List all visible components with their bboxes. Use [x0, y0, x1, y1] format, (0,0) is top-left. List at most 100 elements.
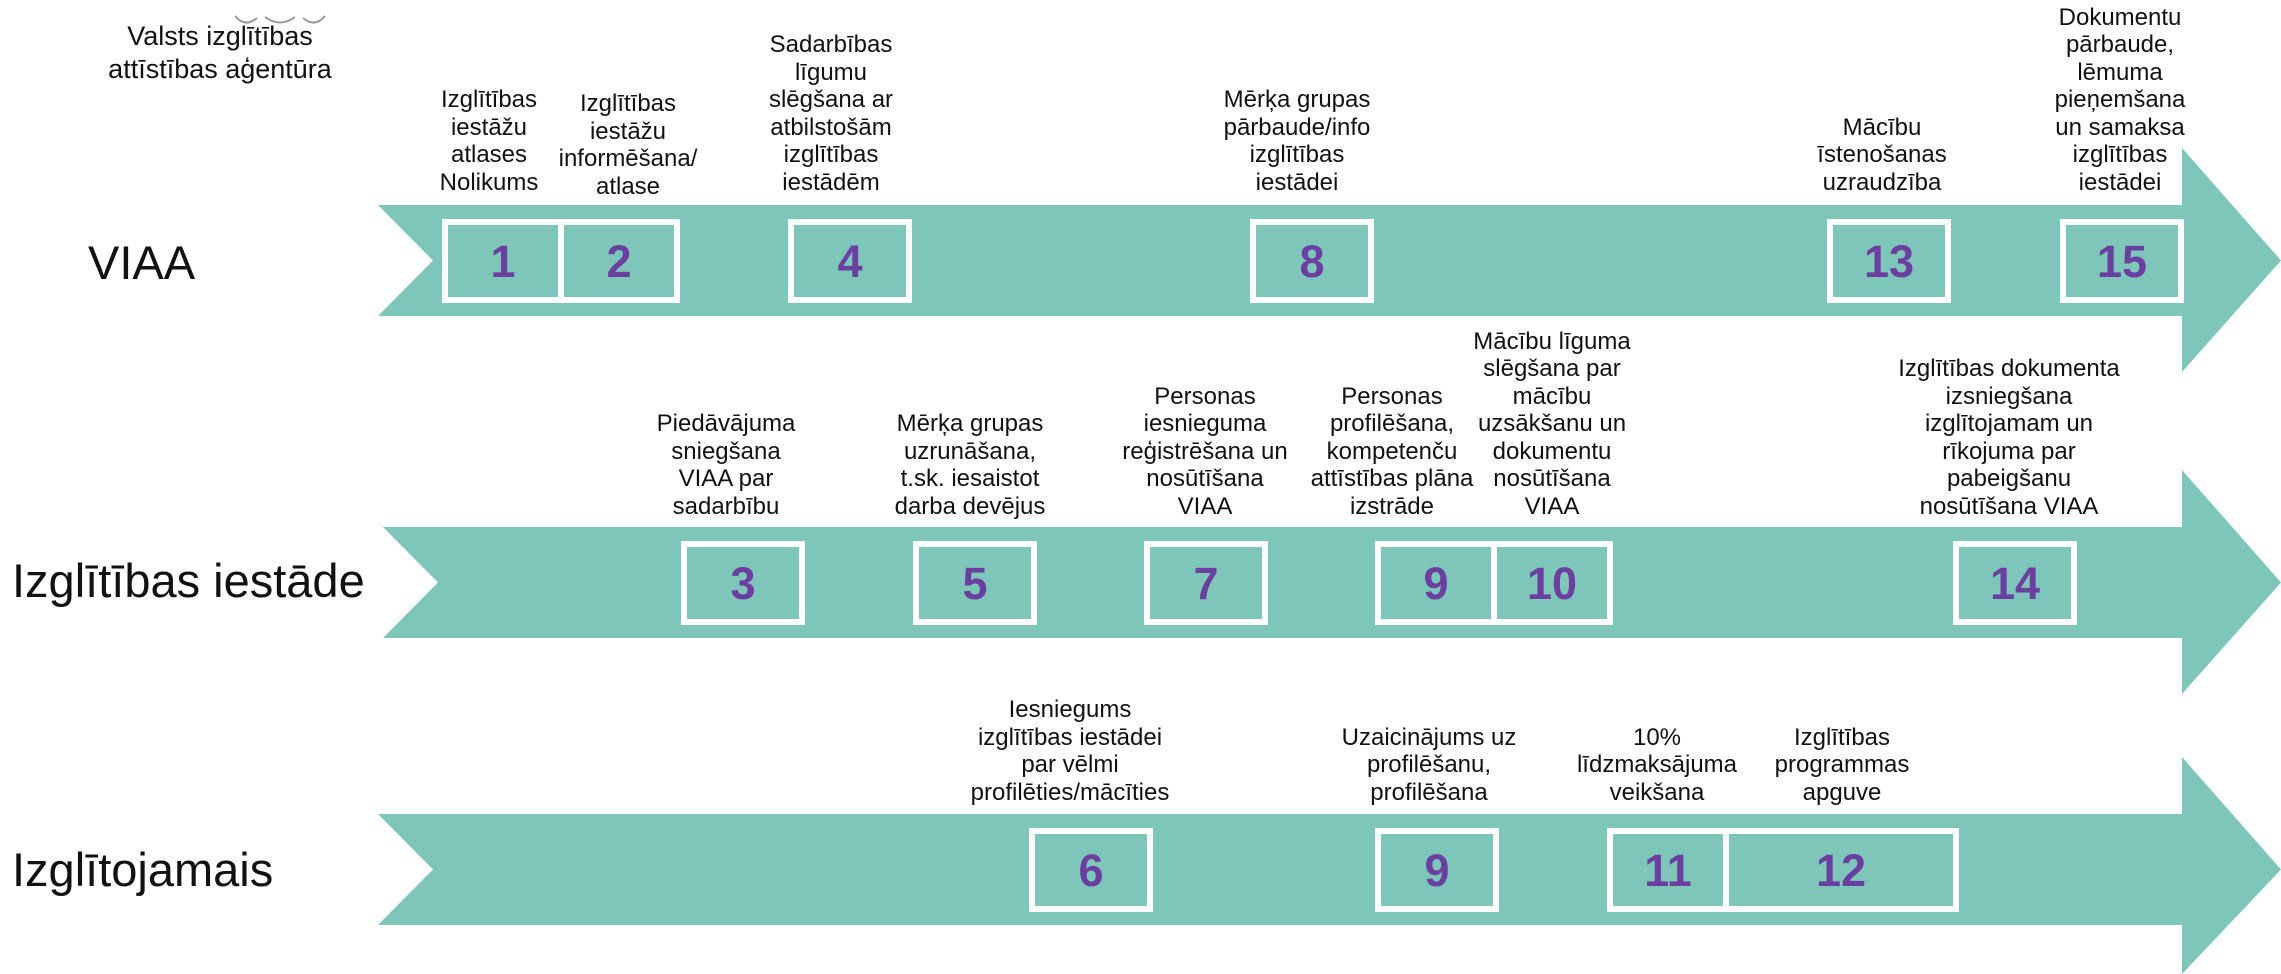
step-box-10 — [1491, 541, 1613, 625]
step-number-14: 14 — [1990, 558, 2040, 609]
caption-line: darba devējus — [894, 492, 1046, 520]
caption-line: Mācību līguma — [1473, 327, 1631, 355]
caption-line: mācību — [1512, 382, 1592, 410]
caption-line: sadarbību — [672, 492, 780, 520]
caption-line: profilēties/mācīties — [970, 778, 1170, 806]
caption-line: Nolikums — [439, 168, 539, 196]
step-number-13: 13 — [1864, 236, 1914, 287]
step-number-2: 2 — [606, 236, 631, 287]
caption-line: Mērķa grupas — [896, 410, 1044, 437]
caption-line: sniegšana — [671, 437, 781, 465]
row-label-izglitibas-iestade: Izglītības iestāde — [12, 554, 365, 607]
caption-line: un samaksa — [2055, 113, 2185, 141]
caption-line: Personas — [1341, 382, 1443, 410]
caption-line: Sadarbības — [769, 31, 893, 58]
step-number-6: 6 — [1078, 845, 1103, 896]
caption-line: uzraudzība — [1822, 168, 1942, 196]
caption-line: profilēšana, — [1329, 410, 1455, 437]
caption-line: pabeigšanu — [1946, 465, 2072, 492]
caption-line: uzrunāšana, — [903, 437, 1037, 465]
caption-line: Piedāvājuma — [656, 410, 796, 437]
caption-line: atlase — [595, 172, 661, 200]
caption-line: izglītojamam un — [1924, 410, 2094, 437]
step-number-1: 1 — [490, 236, 515, 287]
caption-line: veikšana — [1609, 778, 1705, 806]
caption-line: Dokumentu — [2058, 3, 2182, 31]
step-number-12: 12 — [1816, 845, 1866, 896]
step-box-8 — [1250, 219, 1374, 303]
caption-line: uzsākšanu un — [1477, 410, 1627, 437]
caption-line: rīkojuma par — [1942, 437, 2076, 465]
caption-line: izglītības — [1249, 141, 1345, 168]
step-box-5 — [913, 541, 1037, 625]
caption-line: VIAA — [1524, 492, 1580, 520]
caption-line: Personas — [1154, 382, 1256, 410]
caption-line: pārbaude, — [2065, 31, 2175, 58]
caption-line: atbilstošām — [770, 113, 892, 141]
caption-line: lēmuma — [2077, 58, 2163, 86]
step-box-14 — [1953, 541, 2077, 625]
caption-line: Izglītības — [1793, 723, 1891, 751]
caption-line: nosūtīšana VIAA — [1919, 492, 2099, 520]
arrow-viaa — [378, 148, 2281, 372]
caption-line: nosūtīšana — [1493, 465, 1611, 492]
row-label-viaa: VIAA — [88, 236, 196, 289]
caption-line: līgumu — [794, 58, 868, 86]
caption-line: kompetenču — [1326, 437, 1458, 465]
step-box-3 — [681, 541, 805, 625]
caption-line: Mācību — [1842, 113, 1922, 141]
org-name-line1: Valsts izglītības — [127, 21, 313, 51]
step-number-11: 11 — [1644, 845, 1692, 896]
step-number-4: 4 — [837, 236, 862, 287]
caption-line: iestādēm — [782, 168, 880, 196]
row-label-izglitojamais: Izglītojamais — [12, 843, 274, 896]
caption-line: profilēšana — [1370, 778, 1488, 806]
logo-emblem-icon — [234, 15, 326, 24]
caption-line: VIAA par — [678, 465, 774, 492]
caption-line: slēgšana par — [1483, 355, 1621, 382]
step-number-9: 9 — [1423, 558, 1448, 609]
caption-line: pārbaude/info — [1223, 113, 1371, 141]
caption-line: izglītības — [2072, 141, 2168, 168]
caption-line: slēgšana ar — [768, 86, 894, 113]
step-box-12 — [1723, 828, 1959, 912]
caption-line: izglītības iestādei — [977, 723, 1163, 751]
caption-line: izstrāde — [1349, 492, 1435, 520]
step-number-3: 3 — [730, 558, 755, 609]
caption-line: pieņemšana — [2054, 86, 2186, 113]
step-number-8: 8 — [1299, 236, 1324, 287]
caption-line: iestādei — [1255, 168, 1339, 196]
caption-line: Izglītības dokumenta — [1898, 355, 2120, 382]
caption-line: 10% — [1632, 723, 1682, 751]
org-name-line2: attīstības aģentūra — [108, 54, 332, 84]
caption-line: iestāžu — [450, 113, 528, 141]
caption-line: iestāžu — [589, 117, 667, 145]
step-number-5: 5 — [962, 558, 987, 609]
caption-line: dokumentu — [1492, 437, 1612, 465]
caption-line: apguve — [1802, 778, 1882, 806]
step-box-15 — [2060, 219, 2184, 303]
arrow-izglitibas-iestade — [383, 470, 2281, 694]
caption-line: nosūtīšana — [1146, 465, 1264, 492]
step-box-9 — [1375, 828, 1499, 912]
caption-line: izglītības — [783, 141, 879, 168]
step-number-9: 9 — [1424, 845, 1449, 896]
caption-line: atlases — [450, 141, 528, 168]
caption-line: Uzaicinājums uz — [1341, 723, 1517, 751]
caption-line: iesnieguma — [1143, 410, 1267, 437]
caption-line: Izglītības — [440, 86, 538, 113]
caption-line: t.sk. iesaistot — [900, 465, 1040, 492]
